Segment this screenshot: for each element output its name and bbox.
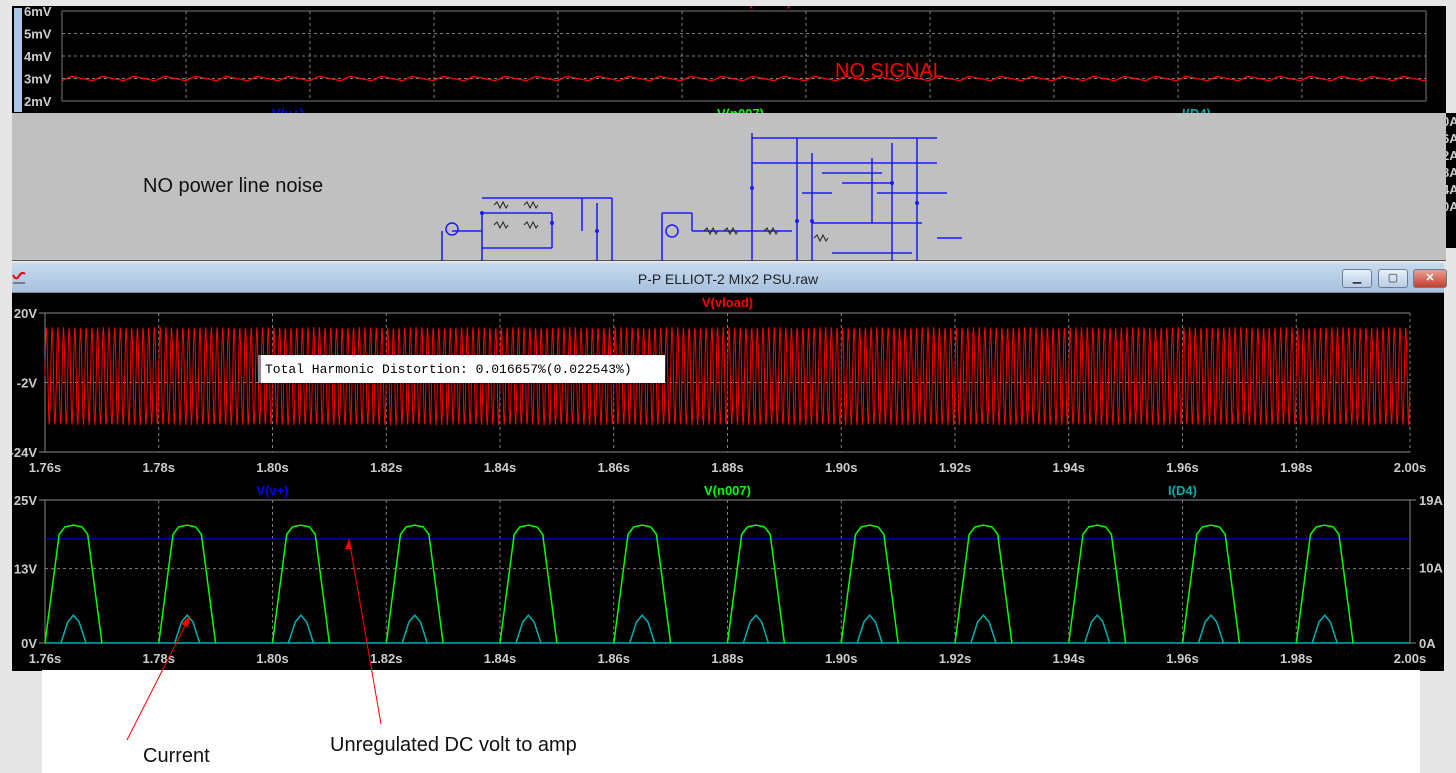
x-tick-label: 1.96s [1166, 460, 1199, 475]
x-tick-label: 1.78s [142, 460, 175, 475]
resistor-icon [493, 200, 509, 210]
y2-tick-label: 19A [1419, 493, 1443, 508]
y-tick-label: -24V [12, 445, 37, 460]
y-tick-label: 5mV [24, 27, 52, 42]
axis-label: 2A [1446, 148, 1456, 163]
top-waveform-window: 6mV5mV4mV3mV2mVI(vload)V(v+)V(n007)I(D4) [12, 0, 1446, 121]
junction [750, 186, 754, 190]
junction [795, 219, 799, 223]
annotation-current: Current [143, 745, 210, 767]
junction [595, 229, 599, 233]
window-title: P-P ELLIOT-2 MIx2 PSU.raw [637, 271, 819, 287]
thd-readout: Total Harmonic Distortion: 0.016657%(0.0… [258, 355, 665, 383]
right-axis-cut: 0A 6A 2A 8A 4A 0A [1446, 113, 1456, 248]
x-tick-label: 1.82s [370, 460, 403, 475]
source-icon [665, 224, 679, 238]
x-tick-label: 2.00s [1394, 460, 1427, 475]
cut-trace-label: I(vload) [745, 6, 791, 9]
y-tick-label: 13V [14, 562, 37, 577]
d4-current-trace [60, 614, 1338, 644]
y-tick-label: 0V [21, 636, 37, 651]
schematic-drawing [441, 133, 962, 261]
annotation-dc: Unregulated DC volt to amp [330, 734, 577, 756]
trace-label-v-plus: V(v+) [256, 483, 288, 498]
y-tick-label: 2mV [24, 94, 52, 109]
y2-tick-label: 10A [1419, 561, 1443, 576]
axis-label: 4A [1446, 182, 1456, 197]
trace-label-d4: I(D4) [1168, 483, 1197, 498]
no-signal-note: NO SIGNAL [835, 60, 944, 82]
x-tick-label: 2.00s [1394, 651, 1427, 666]
resistor-icon [523, 220, 539, 230]
minimize-button[interactable]: ▁ [1342, 269, 1372, 288]
x-tick-label: 1.94s [1052, 651, 1085, 666]
junction [810, 219, 814, 223]
ripple-trace [61, 75, 1427, 82]
resistor-icon [523, 200, 539, 210]
x-tick-label: 1.82s [370, 651, 403, 666]
x-tick-label: 1.90s [825, 460, 858, 475]
axis-label: 0A [1446, 199, 1456, 214]
schematic-note: NO power line noise [143, 175, 324, 197]
waveform-app-icon [12, 271, 26, 284]
waveform-window[interactable]: P-P ELLIOT-2 MIx2 PSU.raw ▁ ▢ ✕ V(vload)… [12, 263, 1447, 671]
x-tick-label: 1.76s [29, 460, 62, 475]
x-tick-label: 1.80s [256, 460, 289, 475]
y-tick-label: -2V [17, 376, 38, 391]
y-tick-label: 25V [14, 493, 37, 508]
y-tick-label: 6mV [24, 6, 52, 19]
x-tick-label: 1.96s [1166, 651, 1199, 666]
close-button[interactable]: ✕ [1413, 269, 1447, 288]
source-icon [445, 222, 459, 236]
x-tick-label: 1.92s [939, 460, 972, 475]
x-tick-label: 1.80s [256, 651, 289, 666]
resistor-icon [813, 233, 829, 243]
window-edge [14, 8, 22, 112]
ripple-plot: 6mV5mV4mV3mV2mVI(vload)V(v+)V(n007)I(D4) [24, 0, 1427, 121]
n007-trace [44, 524, 1354, 644]
axis-label: 8A [1446, 165, 1456, 180]
document-background [42, 670, 1420, 773]
y-tick-label: 4mV [24, 49, 52, 64]
junction [890, 181, 894, 185]
resistor-icon [703, 226, 719, 236]
x-tick-label: 1.92s [939, 651, 972, 666]
junction [550, 221, 554, 225]
x-tick-label: 1.88s [711, 651, 744, 666]
x-tick-label: 1.98s [1280, 460, 1313, 475]
trace-label-n007: V(n007) [704, 483, 751, 498]
junction [915, 201, 919, 205]
x-tick-label: 1.94s [1052, 460, 1085, 475]
resistor-icon [723, 226, 739, 236]
x-tick-label: 1.90s [825, 651, 858, 666]
y-tick-label: 20V [14, 306, 37, 321]
axis-label: 0A [1446, 114, 1456, 129]
axis-label: 6A [1446, 131, 1456, 146]
resistor-icon [493, 220, 509, 230]
maximize-button[interactable]: ▢ [1378, 269, 1408, 288]
y-tick-label: 3mV [24, 72, 52, 87]
x-tick-label: 1.86s [597, 460, 630, 475]
y2-tick-label: 0A [1419, 636, 1436, 651]
x-tick-label: 1.84s [484, 651, 517, 666]
x-tick-label: 1.84s [484, 460, 517, 475]
x-tick-label: 1.76s [29, 651, 62, 666]
schematic-window: NO power line noise [12, 113, 1446, 261]
x-tick-label: 1.88s [711, 460, 744, 475]
trace-label-vload: V(vload) [702, 295, 753, 310]
x-tick-label: 1.98s [1280, 651, 1313, 666]
x-tick-label: 1.78s [142, 651, 175, 666]
resistor-icon [763, 226, 779, 236]
title-bar[interactable]: P-P ELLIOT-2 MIx2 PSU.raw ▁ ▢ ✕ [12, 263, 1447, 293]
x-tick-label: 1.86s [597, 651, 630, 666]
junction [480, 211, 484, 215]
